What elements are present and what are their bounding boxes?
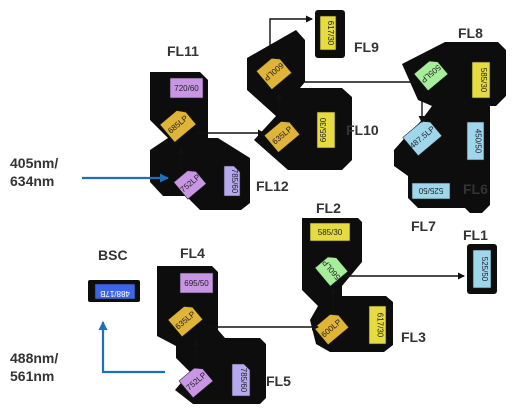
detector-label-fl3: FL3 [401,329,426,345]
filter-785-60-bottom-label: 785/60 [239,368,248,393]
laser-label-488-line1: 488nm/ [10,350,58,366]
filter-720-60-label: 720/60 [174,84,199,93]
filter-635lp: 635LP [263,121,301,153]
filter-695-50-swatch [179,272,214,294]
detector-label-fl6: FL6 [463,181,488,197]
filter-585-30-bottom: 585/30 [309,222,351,242]
detector-label-fl2: FL2 [316,200,341,216]
filter-752lp-bottom: 752LP [178,367,214,399]
filter-617-30-bottom-label: 617/30 [376,313,385,338]
filter-488-17b: 488/17B [94,283,136,300]
filter-525-50-top: 525/50 [411,182,451,200]
filter-450-50: 450/50 [466,121,485,161]
filter-752lp-top-swatch [173,170,207,200]
detector-label-fl12: FL12 [256,178,289,194]
laser-label-561-line2: 561nm [10,368,54,384]
filter-617-30-bottom-swatch [368,305,387,345]
filter-617-30-top: 617/30 [319,15,337,51]
filter-665-30: 665/30 [316,111,336,149]
filter-635lp-swatch [263,121,301,153]
filter-525-50-top-swatch [411,182,451,200]
filter-585-30-top-swatch [471,61,491,99]
filter-525-50-bottom: 525/50 [472,249,492,289]
detector-label-fl4: FL4 [180,245,205,261]
filter-695-50-label: 695/50 [184,279,209,288]
filter-665-30-label: 665/30 [319,117,328,142]
filter-585-30-bottom-label: 585/30 [318,228,343,237]
filter-600lp-top: 600LP [255,57,293,90]
laser-label-405-line1: 405nm/ [10,155,58,171]
filter-720-60: 720/60 [169,77,204,99]
detector-label-fl11: FL11 [167,43,199,59]
filter-505lp-swatch [413,60,449,92]
filter-785-60-bottom-swatch [231,363,251,397]
filter-685lp-swatch [159,110,197,143]
filter-585-30-top: 585/30 [471,61,491,99]
filter-488-17b-swatch [94,283,136,300]
filter-685lp: 685LP [159,110,197,143]
detector-label-fl9: FL9 [354,39,379,55]
filter-585-30-top-label: 585/30 [479,68,488,93]
filter-600lp-top-swatch [255,57,293,90]
filter-600lp-bottom-swatch [313,314,350,346]
filter-617-30-top-swatch [319,15,337,51]
detector-label-fl8: FL8 [458,25,483,41]
filter-695-50: 695/50 [179,272,214,294]
filter-635lp-bottom-swatch [167,306,204,338]
filter-785-60-top-swatch [223,165,241,197]
filter-785-60-top-label: 785/60 [230,169,239,194]
filter-720-60-swatch [169,77,204,99]
filter-600lp-bottom: 600LP [313,314,350,346]
filter-752lp-bottom-swatch [178,367,214,399]
detector-label-fl10: FL10 [346,122,379,138]
filter-450-50-label: 450/50 [474,129,483,154]
filter-617-30-top-label: 617/30 [326,21,335,46]
filter-525-50-bottom-label: 525/50 [480,257,489,282]
detector-label-fl5: FL5 [266,373,291,389]
laser-arrow-bottom [98,321,165,374]
filter-785-60-bottom: 785/60 [231,363,251,397]
detector-label-fl1: FL1 [463,227,488,243]
filter-617-30-bottom: 617/30 [368,305,387,345]
beam-arrow-to-fl9 [269,15,313,46]
detector-label-fl7: FL7 [411,218,436,234]
filter-525-50-bottom-swatch [472,249,492,289]
filter-505lp: 505LP [413,60,449,92]
filter-635lp-bottom: 635LP [167,306,204,338]
filter-560lp: 560LP [314,256,349,287]
filter-488-17b-label: 488/17B [100,289,130,298]
filter-560lp-swatch [314,256,349,287]
filter-752lp-top: 752LP [173,170,207,200]
detector-label-bsc: BSC [98,247,128,263]
filter-525-50-top-label: 525/50 [418,186,443,195]
filter-785-60-top: 785/60 [223,165,241,197]
filter-487-5lp-swatch [402,121,443,157]
filter-665-30-swatch [316,111,336,149]
filter-585-30-bottom-swatch [309,222,351,242]
filter-450-50-swatch [466,121,485,161]
laser-label-634-line2: 634nm [10,173,54,189]
